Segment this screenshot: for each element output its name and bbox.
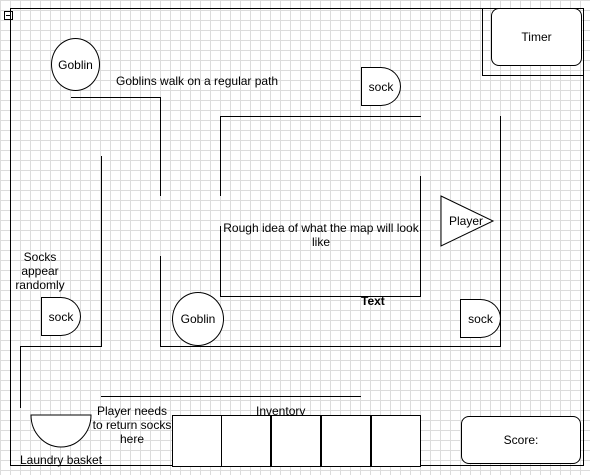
wall (20, 346, 21, 408)
wall (500, 116, 501, 347)
wall (220, 296, 421, 297)
sock-label: sock (468, 311, 493, 326)
timer-label: Timer (521, 30, 552, 44)
wall (160, 346, 501, 347)
wall (20, 346, 102, 347)
wall (101, 156, 102, 347)
sock-left[interactable]: sock (41, 297, 81, 336)
inventory-label: Inventory (256, 404, 306, 418)
goblin-label: Goblin (58, 57, 93, 72)
inventory-slot[interactable] (172, 415, 222, 467)
timer-box[interactable]: Timer (491, 8, 582, 66)
inventory-slot[interactable] (221, 415, 271, 467)
goblin-bottom[interactable]: Goblin (172, 292, 224, 346)
score-label: Score: (503, 433, 539, 447)
goblins-path-note: Goblins walk on a regular path (116, 74, 279, 88)
sock-right[interactable]: sock (460, 299, 501, 338)
wall (160, 256, 161, 347)
player-label: Player (449, 214, 484, 228)
wall (160, 97, 161, 196)
laundry-basket-label: Laundry basket (20, 453, 103, 467)
minus-square-icon[interactable] (4, 11, 13, 20)
wall (420, 176, 421, 297)
inventory-slot[interactable] (271, 415, 321, 467)
socks-note: Socks appear randomly (15, 250, 65, 292)
inventory-slot[interactable] (321, 415, 371, 467)
laundry-basket-shape[interactable] (30, 414, 92, 448)
wall (101, 396, 361, 397)
goblin-top[interactable]: Goblin (51, 38, 100, 91)
wall (220, 116, 221, 196)
wall (71, 97, 161, 98)
player-shape[interactable] (440, 195, 495, 247)
text-label: Text (361, 294, 385, 308)
map-note: Rough idea of what the map will look lik… (223, 221, 419, 249)
inventory-slot[interactable] (371, 415, 421, 467)
player-return-note: Player needs to return socks here (92, 404, 172, 446)
sock-label: sock (368, 79, 394, 94)
wall (220, 116, 421, 117)
goblin-label: Goblin (180, 312, 216, 326)
score-box[interactable]: Score: (461, 416, 581, 464)
wall (220, 226, 221, 297)
sock-label: sock (48, 309, 74, 324)
sock-top[interactable]: sock (361, 67, 401, 106)
